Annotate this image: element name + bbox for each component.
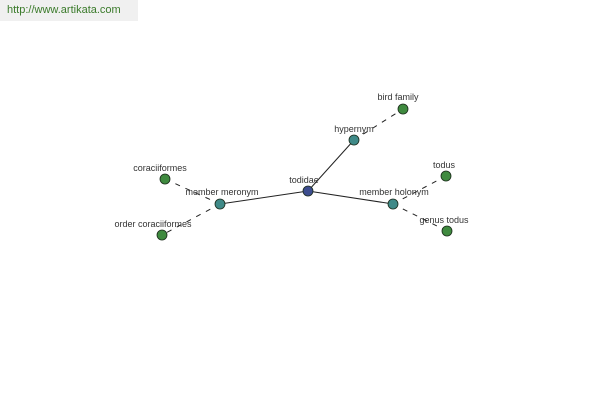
leaf-label-bird-family[interactable]: bird family — [377, 92, 419, 102]
graph-labels: todidae hypernym bird family member meronym… — [114, 92, 469, 229]
leaf-node-bird-family[interactable] — [397, 103, 409, 115]
relation-label-hypernym[interactable]: hypernym — [334, 124, 374, 134]
node-todidae[interactable] — [302, 185, 314, 197]
leaf-node-todus[interactable] — [440, 170, 452, 182]
leaf-label-genus-todus[interactable]: genus todus — [419, 215, 469, 225]
relation-label-member-meronym[interactable]: member meronym — [185, 187, 258, 197]
relation-label-member-holonym[interactable]: member holonym — [359, 187, 429, 197]
leaf-node-genus-todus[interactable] — [441, 225, 453, 237]
leaf-node-order-coraciiformes[interactable] — [156, 229, 168, 241]
edge-member-meronym — [219, 190, 309, 205]
label-todidae[interactable]: todidae — [289, 175, 319, 185]
url-banner: http://www.artikata.com — [0, 0, 138, 21]
graph-nodes — [156, 103, 453, 241]
leaf-label-coraciiformes[interactable]: coraciiformes — [133, 163, 187, 173]
edge-bird-family — [353, 108, 404, 141]
edge-member-holonym — [307, 190, 394, 205]
leaf-label-todus[interactable]: todus — [433, 160, 456, 170]
relation-node-member-meronym[interactable] — [214, 198, 226, 210]
leaf-label-order-coraciiformes[interactable]: order coraciiformes — [114, 219, 192, 229]
relation-node-hypernym[interactable] — [348, 134, 360, 146]
leaf-node-coraciiformes[interactable] — [159, 173, 171, 185]
relation-node-member-holonym[interactable] — [387, 198, 399, 210]
source-url-link[interactable]: http://www.artikata.com — [7, 4, 121, 16]
graph-edges — [161, 108, 448, 236]
edge-hypernym — [307, 139, 355, 192]
